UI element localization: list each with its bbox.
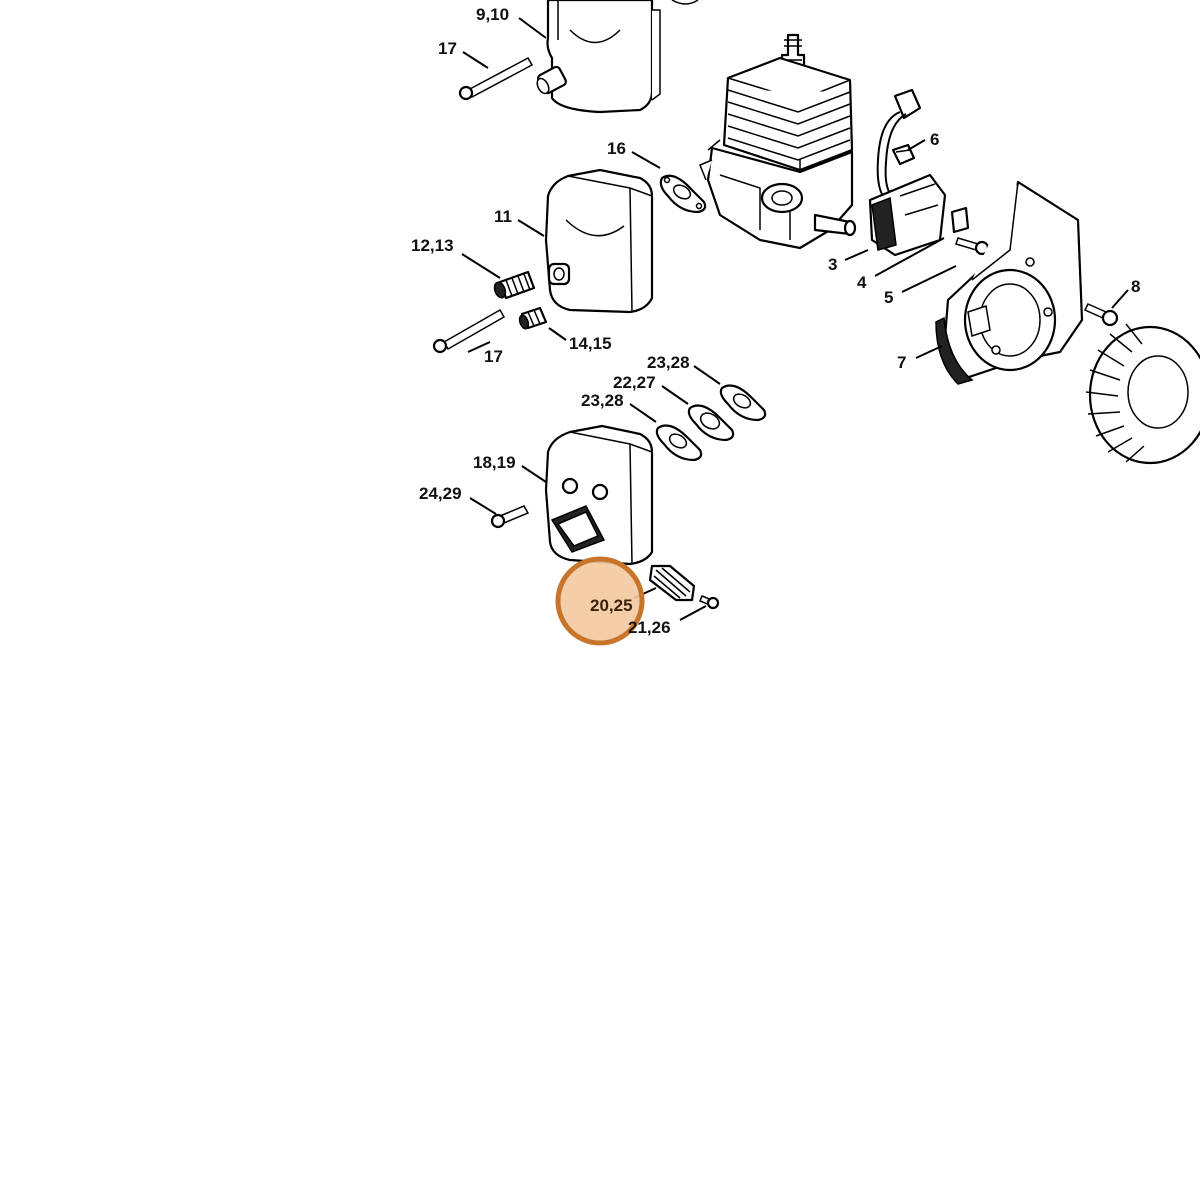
label-5: 5 xyxy=(884,288,893,307)
muffler-9-10[interactable] xyxy=(535,0,699,114)
muffler-11[interactable] xyxy=(544,168,654,314)
engine-cylinder[interactable] xyxy=(699,33,857,250)
label-7: 7 xyxy=(897,353,906,372)
screw-21-26[interactable] xyxy=(699,595,720,610)
gasket-16[interactable] xyxy=(659,174,707,214)
label-11: 11 xyxy=(494,207,512,226)
fan-housing-7[interactable] xyxy=(935,180,1084,385)
fitting-14-15[interactable] xyxy=(518,306,548,330)
screen-20-25[interactable] xyxy=(648,564,696,602)
label-17-middle: 17 xyxy=(484,347,503,366)
muffler-18-19[interactable] xyxy=(544,424,654,566)
spark-arrestor-12-13[interactable] xyxy=(493,270,536,300)
label-21-26: 21,26 xyxy=(628,618,671,637)
gasket-22-27[interactable] xyxy=(687,404,735,442)
bolt-17-middle[interactable] xyxy=(432,308,506,354)
label-9-10: 9,10 xyxy=(476,5,509,24)
leader-lines xyxy=(461,17,1129,621)
highlight-circle[interactable] xyxy=(555,556,645,646)
bolt-17-top[interactable] xyxy=(458,56,534,101)
flywheel[interactable] xyxy=(1085,323,1200,465)
label-6: 6 xyxy=(930,130,939,149)
label-20-25[interactable]: 20,25 xyxy=(590,596,633,615)
label-4: 4 xyxy=(857,273,867,292)
screw-8[interactable] xyxy=(1083,303,1119,327)
label-3: 3 xyxy=(828,255,837,274)
label-14-15: 14,15 xyxy=(569,334,612,353)
label-24-29: 24,29 xyxy=(419,484,462,503)
label-22-27: 22,27 xyxy=(613,373,656,392)
label-23-28-lower: 23,28 xyxy=(581,391,624,410)
label-12-13: 12,13 xyxy=(411,236,454,255)
label-18-19: 18,19 xyxy=(473,453,516,472)
label-17-top: 17 xyxy=(438,39,457,58)
screw-5[interactable] xyxy=(955,237,990,256)
label-23-28-upper: 23,28 xyxy=(647,353,690,372)
bolt-24-29[interactable] xyxy=(490,505,530,529)
label-8: 8 xyxy=(1131,277,1140,296)
gasket-23-28-lower[interactable] xyxy=(655,424,703,462)
gasket-23-28-upper[interactable] xyxy=(719,384,767,422)
ignition-module-3[interactable] xyxy=(868,88,970,257)
label-16: 16 xyxy=(607,139,626,158)
